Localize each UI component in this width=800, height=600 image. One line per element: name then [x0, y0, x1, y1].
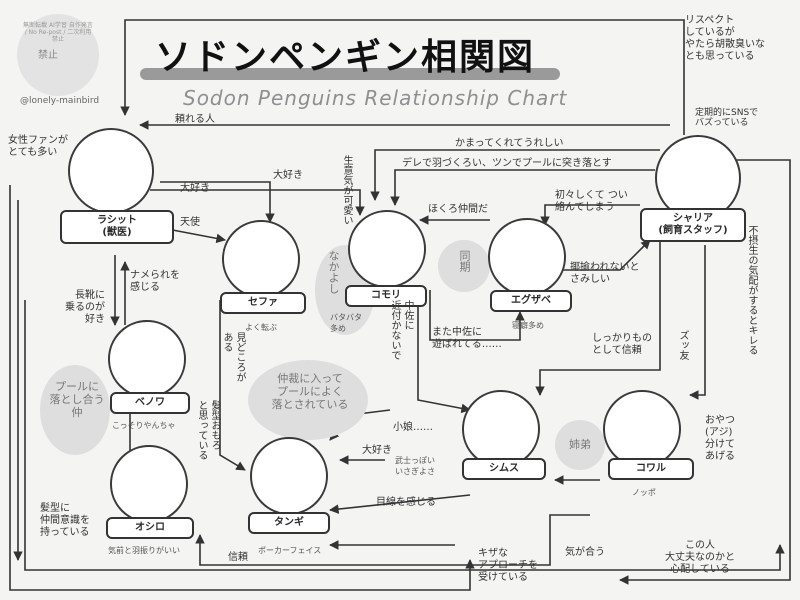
- author-handle: @lonely-mainbird: [20, 96, 100, 106]
- caption-kowaru: ノッポ: [632, 488, 656, 497]
- caption-eguzabe: 寝癖多め: [512, 321, 544, 330]
- stamp-text: 無断転載 AI学習 自作発言 / No Re-post / 二次利用禁止: [23, 22, 93, 43]
- rel-namerare: ナメられを 感じる: [130, 270, 180, 293]
- rel-zuttomo: ズッ友: [677, 330, 688, 360]
- note-sharia: 定期的にSNSで バズっている: [695, 108, 759, 128]
- rel-yayu: 揶揄われないと さみしい: [570, 262, 640, 285]
- rashitto-portrait: [68, 128, 154, 214]
- kowaru-portrait: [603, 390, 681, 468]
- rel-dere: デレで羽づくろい、ツンでプールに突き落とす: [402, 158, 612, 169]
- rel-chusa-chikazu: 中佐に 近付かないで: [389, 300, 413, 360]
- caption-komori: バタバタ 多め: [330, 313, 362, 333]
- rel-shinrai: 信頼: [228, 552, 248, 563]
- stamp-main-label: 禁止: [38, 50, 58, 61]
- rel-daijoubu: この人 大丈夫なのかと 心配している: [665, 540, 735, 575]
- tangi-portrait: [250, 437, 328, 515]
- title-underline: [140, 68, 560, 80]
- rel-daisuki-1: 大好き: [180, 183, 210, 194]
- rel-namaiki: 生意気が可愛い: [341, 155, 352, 225]
- rel-kigaau: 気が合う: [565, 547, 605, 558]
- group-shitei-bg: [555, 420, 605, 470]
- name-komori: コモリ: [345, 285, 427, 307]
- chart-subtitle: Sodon Penguins Relationship Chart: [183, 86, 568, 110]
- caption-sefa: よく転ぶ: [245, 323, 277, 332]
- chart-title: ソドンペンギン相関図: [155, 37, 536, 78]
- rel-nagai: 長靴に 乗るのが 好き: [65, 290, 105, 325]
- rel-daisuki-3: 大好き: [362, 445, 392, 456]
- oshiro-portrait: [110, 445, 188, 523]
- eguzabe-portrait: [488, 218, 566, 296]
- rel-mata-chusa: また中佐に 遊ばれてる……: [432, 327, 502, 350]
- komori-portrait: [348, 210, 426, 288]
- name-kowaru: コワル: [608, 458, 694, 480]
- rel-respect: リスペクト しているが やたら胡散臭いな とも思っている: [685, 15, 765, 62]
- name-shimusu: シムス: [462, 458, 546, 480]
- sharia-portrait: [655, 135, 741, 221]
- rel-tenshi: 天使: [180, 217, 200, 228]
- rel-komusume: 小娘……: [393, 422, 433, 433]
- rel-hatsuhatsu: 初々しくて つい 絡んでしまう: [555, 190, 628, 213]
- rel-shisen: 目線を感じる: [376, 497, 436, 508]
- rel-kamigata-2: 髪型に 仲間意識を 持っている: [40, 503, 90, 538]
- caption-benowa: こっそりやんちゃ: [112, 421, 176, 430]
- group-puru: プールに 落とし合う仲: [49, 380, 105, 419]
- rel-tayoreru: 頼れる人: [175, 114, 215, 125]
- rel-daisuki-2: 大好き: [273, 170, 303, 181]
- group-puru-bg: [40, 365, 110, 455]
- name-sefa: セファ: [220, 292, 306, 314]
- group-shitei: 姉弟: [569, 438, 591, 451]
- name-rashitto: ラシット (獣医): [60, 210, 174, 244]
- group-douki-bg: [438, 240, 490, 292]
- name-oshiro: オシロ: [106, 517, 194, 539]
- caption-tangi: ポーカーフェイス: [258, 546, 322, 555]
- group-nakayoshi: なかよし: [327, 250, 340, 294]
- rel-shikkari: しっかりもの として信頼: [592, 333, 652, 356]
- caption-oshiro: 気前と羽振りがいい: [108, 546, 180, 555]
- name-benowa: ベノワ: [110, 392, 190, 414]
- shimusu-portrait: [462, 390, 540, 468]
- group-douki: 同期: [458, 250, 471, 272]
- note-rashitto: 女性ファンが とても多い: [8, 135, 68, 158]
- caption-shimusu: 武士っぽい いさぎよさ: [395, 456, 435, 476]
- rel-hokuro: ほくろ仲間だ: [428, 204, 488, 215]
- rel-mimidokoro: 見どころが ある: [221, 332, 245, 382]
- name-sharia: シャリア (飼育スタッフ): [640, 208, 746, 242]
- benowa-portrait: [108, 320, 186, 398]
- rel-kamigata-1: 髪型おもろ と思っている: [196, 400, 220, 460]
- sefa-portrait: [222, 220, 300, 298]
- no-repost-stamp: [17, 14, 99, 96]
- group-chusai: 仲裁に入って プールによく 落とされている: [271, 372, 349, 411]
- rel-kiza: キザな アプローチを 受けている: [478, 548, 538, 583]
- name-tangi: タンギ: [248, 512, 330, 534]
- rel-oyatsu: おやつ (アジ) 分けて あげる: [705, 415, 735, 462]
- rel-kamatte: かまってくれてうれしい: [455, 138, 564, 149]
- name-eguzabe: エグザベ: [490, 290, 572, 312]
- rel-fusessei: 不摂生の気配がするとキレる: [746, 225, 757, 355]
- group-chusai-bg: [248, 360, 368, 440]
